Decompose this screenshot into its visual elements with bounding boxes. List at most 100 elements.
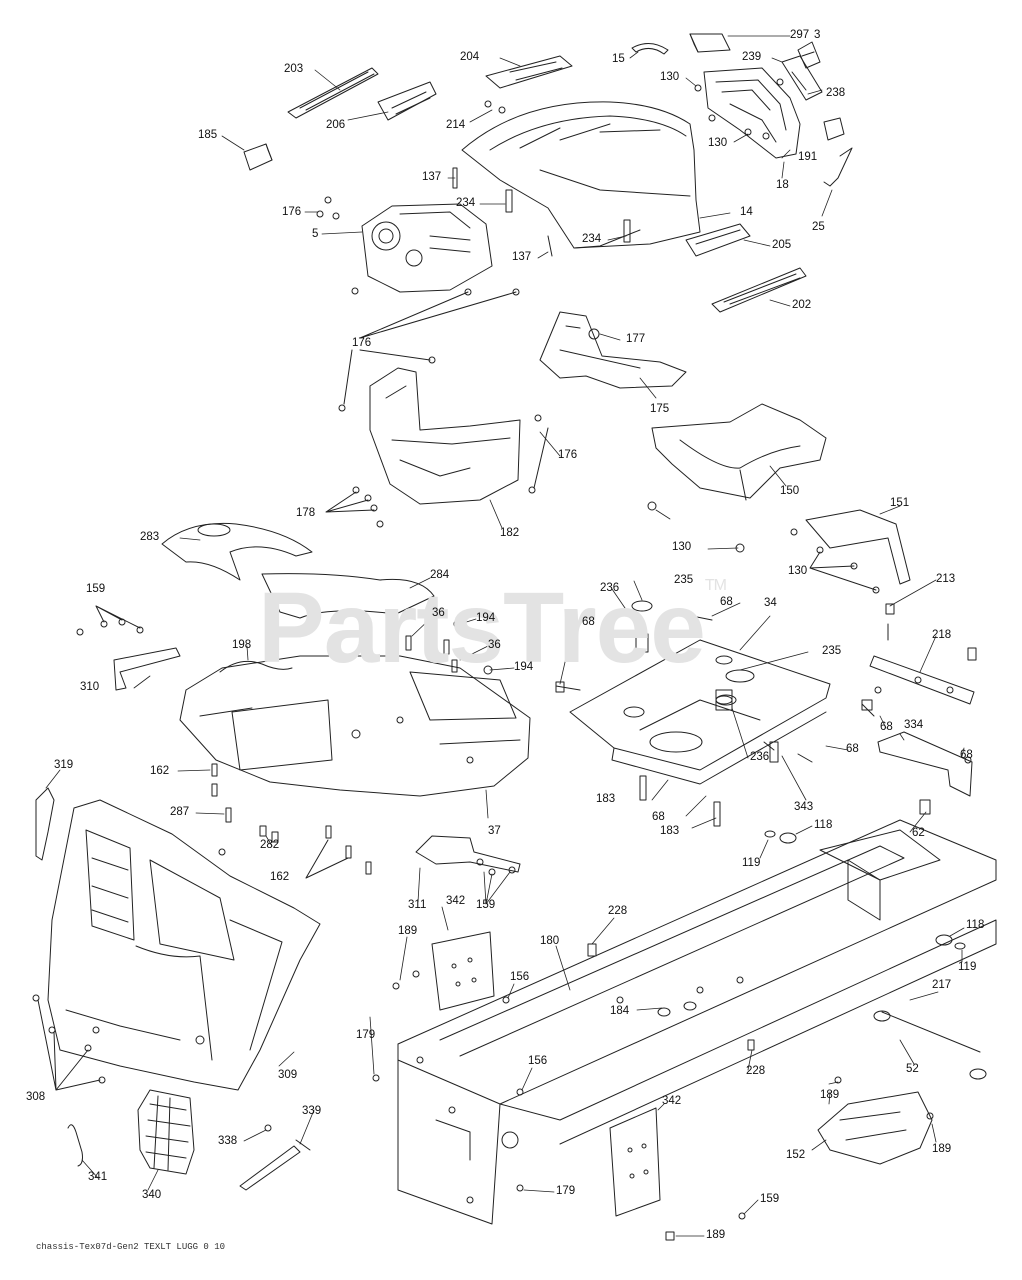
callout-283: 283 [140, 531, 160, 543]
callout-189a: 189 [398, 925, 418, 937]
part-283-fender-cover [161, 522, 313, 581]
callout-130a: 130 [660, 71, 680, 83]
part-235-236-spacers [631, 600, 733, 711]
part-25-bracket [823, 147, 853, 187]
part-310-bracket [76, 605, 181, 691]
watermark-text: PartsTree [258, 572, 706, 684]
callout-340: 340 [142, 1189, 162, 1201]
callout-339: 339 [302, 1105, 322, 1117]
callout-179b: 179 [556, 1185, 576, 1197]
callout-68c: 68 [880, 721, 893, 733]
part-309-grille-frame [47, 799, 321, 1091]
part-198-wire [219, 660, 293, 673]
callout-68e: 68 [960, 749, 973, 761]
callout-15: 15 [612, 53, 625, 65]
callout-203: 203 [284, 63, 304, 75]
part-14-hood [461, 101, 701, 249]
callout-205: 205 [772, 239, 792, 251]
callout-119a: 119 [742, 857, 761, 869]
part-213-bolts [885, 603, 977, 661]
callout-130d: 130 [788, 565, 808, 577]
callout-338: 338 [218, 1135, 238, 1147]
callout-204: 204 [460, 51, 480, 63]
callout-342b: 342 [662, 1095, 682, 1107]
callout-68a: 68 [720, 596, 733, 608]
callout-342a: 342 [446, 895, 466, 907]
callout-176a: 176 [282, 206, 302, 218]
part-202-strip [711, 267, 807, 313]
callout-68b: 68 [582, 616, 595, 628]
part-342-plate-lower [609, 1107, 661, 1217]
callout-191: 191 [798, 151, 818, 163]
callout-3: 3 [814, 29, 821, 41]
callout-137a: 137 [422, 171, 442, 183]
callout-176c: 176 [558, 449, 578, 461]
callout-343: 343 [794, 801, 814, 813]
diagram-code: chassis-Tex07d-Gen2 TEXLT LUGG 0 10 [36, 1242, 226, 1252]
part-311-bracket [415, 835, 521, 876]
part-small-hardware [372, 943, 755, 1192]
callout-308: 308 [26, 1091, 46, 1103]
callout-235b: 235 [822, 645, 842, 657]
part-204-cover [485, 55, 573, 89]
callout-217: 217 [932, 979, 952, 991]
part-175-bracket [539, 311, 687, 389]
callout-284: 284 [430, 569, 450, 581]
callout-151: 151 [890, 497, 910, 509]
callout-202: 202 [792, 299, 812, 311]
callout-183a: 183 [596, 793, 616, 805]
part-118-119-washers [764, 830, 966, 950]
callout-175: 175 [650, 403, 670, 415]
part-189-screws-lower [665, 1076, 934, 1241]
callout-189c: 189 [932, 1143, 952, 1155]
callout-137b: 137 [512, 251, 532, 263]
callout-178: 178 [296, 507, 316, 519]
callout-198: 198 [232, 639, 252, 651]
callout-310: 310 [80, 681, 100, 693]
part-284-seat [261, 573, 435, 619]
callout-34: 34 [764, 597, 777, 609]
part-console-upper [703, 67, 801, 159]
callout-234a: 234 [456, 197, 476, 209]
part-62-bracket [919, 799, 931, 815]
part-176-screws-mid [338, 349, 549, 494]
callout-62: 62 [912, 827, 925, 839]
part-203-strip [287, 67, 379, 119]
part-68-bolts [555, 613, 972, 764]
callout-176b: 176 [352, 337, 372, 349]
part-176-screws-top [316, 196, 520, 339]
callout-236b: 236 [750, 751, 770, 763]
callout-282: 282 [260, 839, 280, 851]
part-343-spacer [769, 741, 779, 763]
callout-311: 311 [408, 899, 427, 911]
part-308-screws [32, 994, 106, 1091]
part-152-cover [817, 1091, 933, 1165]
callout-119b: 119 [958, 961, 977, 973]
callout-130c: 130 [672, 541, 692, 553]
part-217-rod [873, 1010, 987, 1080]
callout-189d: 189 [706, 1229, 726, 1241]
part-178-screws [325, 486, 384, 528]
callout-213: 213 [936, 573, 956, 585]
callout-159a: 159 [86, 583, 106, 595]
callout-162b: 162 [270, 871, 290, 883]
callout-162a: 162 [150, 765, 170, 777]
part-36-bolts [405, 635, 458, 673]
callout-214: 214 [446, 119, 466, 131]
part-151-bracket [790, 509, 911, 594]
part-238-bracket [781, 55, 823, 101]
part-340-grille-insert [137, 1089, 195, 1175]
callout-341: 341 [88, 1171, 108, 1183]
part-239-screw [776, 78, 784, 86]
callout-14: 14 [740, 206, 753, 218]
part-339-lever [239, 1124, 311, 1191]
part-130-screws [647, 84, 770, 553]
callout-159b: 159 [476, 899, 496, 911]
part-183-bolts [639, 775, 721, 827]
callout-238: 238 [826, 87, 846, 99]
part-189-screws-upper [392, 970, 510, 1004]
part-180-frame [397, 819, 997, 1225]
callout-118b: 118 [966, 919, 985, 931]
callout-18: 18 [776, 179, 789, 191]
callout-185: 185 [198, 129, 218, 141]
